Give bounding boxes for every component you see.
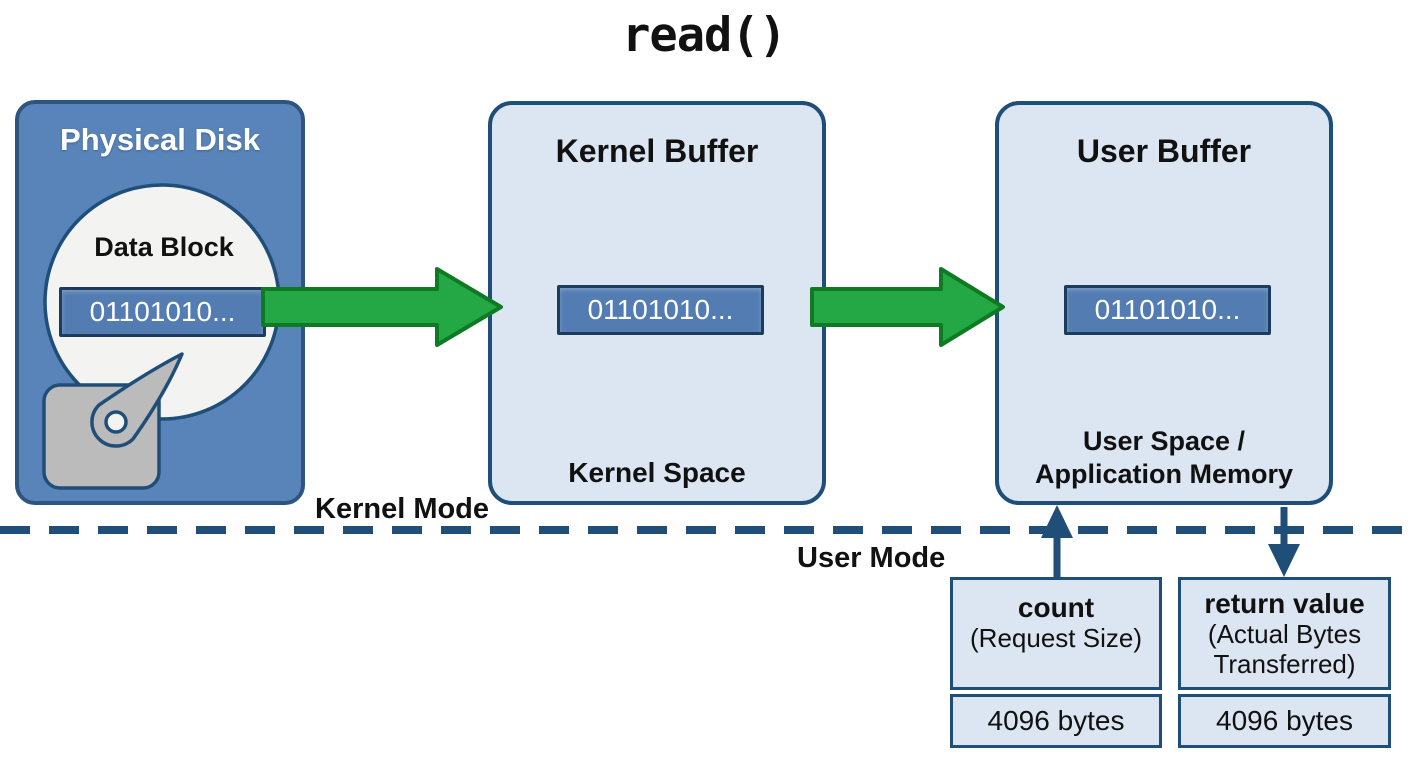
count-label-section: count (Request Size) [950, 577, 1162, 690]
data-block-label: Data Block [94, 232, 234, 262]
user-space-label: User Space / Application Memory [999, 425, 1329, 491]
physical-disk-title: Physical Disk [60, 122, 260, 157]
user-buffer-box: User Buffer 01101010... User Space / App… [995, 101, 1333, 505]
physical-disk-box: Physical Disk Data Block 01101010... [15, 100, 305, 505]
return-value-description-line1: (Actual Bytes [1207, 619, 1362, 650]
return-value-name: return value [1204, 588, 1365, 619]
return-value-label-section: return value (Actual Bytes Transferred) [1178, 577, 1391, 690]
kernel-space-label: Kernel Space [568, 457, 746, 488]
count-name: count [1017, 592, 1095, 623]
user-data-bits: 01101010... [1064, 285, 1271, 335]
kernel-data-bits: 01101010... [557, 285, 764, 335]
user-space-label-line2: Application Memory [1034, 458, 1294, 489]
user-space-label-line1: User Space / [1082, 426, 1246, 456]
return-value-description-line2: Transferred) [1213, 649, 1356, 680]
count-description: (Request Size) [970, 623, 1142, 654]
kernel-to-user-arrow-icon [810, 267, 1005, 347]
kernel-buffer-title: Kernel Buffer [555, 133, 759, 169]
page-title: read() [622, 8, 787, 63]
count-arrow-up-icon [1041, 505, 1073, 577]
kernel-mode-label: Kernel Mode [315, 493, 490, 525]
disk-data-bits: 01101010... [59, 287, 266, 337]
count-box: count (Request Size) 4096 bytes [950, 577, 1162, 748]
return-value-box: return value (Actual Bytes Transferred) … [1178, 577, 1391, 748]
return-arrow-down-icon [1268, 507, 1300, 577]
user-mode-label: User Mode [797, 542, 946, 574]
count-value: 4096 bytes [950, 694, 1162, 748]
return-value-value: 4096 bytes [1178, 694, 1391, 748]
kernel-buffer-box: Kernel Buffer 01101010... Kernel Space [488, 101, 826, 505]
user-buffer-title: User Buffer [1076, 133, 1252, 169]
disk-arm-pivot-icon [104, 410, 128, 434]
